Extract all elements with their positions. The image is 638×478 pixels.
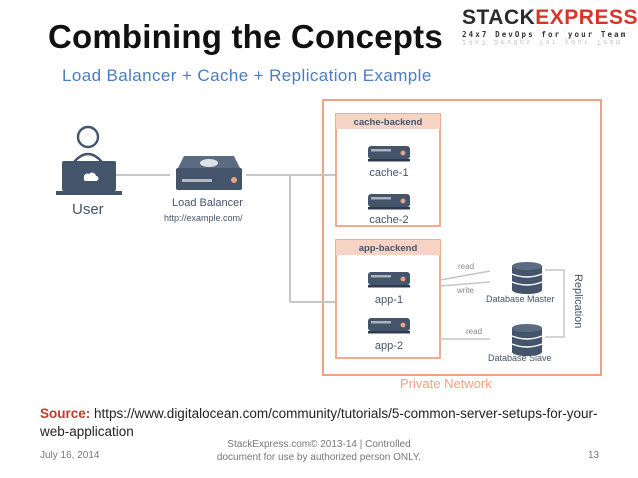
database-master-icon [511, 261, 543, 295]
private-network-label: Private Network [400, 376, 492, 391]
app-2-label: app-2 [375, 340, 403, 352]
cache-backend-label: cache-backend [354, 117, 423, 128]
logo-tagline-reflection: 24x7 DevOps for your Team [462, 38, 623, 46]
write-label-master: write [456, 286, 474, 295]
footer-copyright: StackExpress.com© 2013-14 | Controlled d… [216, 439, 422, 463]
source-citation: Source: https://www.digitalocean.com/com… [40, 405, 600, 441]
source-label: Source: [40, 406, 91, 421]
cache-1-server-icon [368, 146, 410, 162]
cache-backend-header [336, 114, 440, 129]
cache-2-label: cache-2 [369, 214, 408, 226]
database-slave-label: Database Slave [488, 353, 552, 363]
stackexpress-logo: STACKEXPRESS 24x7 DevOps for your Team 2… [462, 6, 638, 46]
footer-page-number: 13 [588, 450, 600, 461]
load-balancer-url: http://example.com/ [164, 213, 243, 223]
cache-2-server-icon [368, 194, 410, 210]
read-label-master: read [458, 262, 474, 271]
read-label-slave: read [466, 327, 482, 336]
app-backend-header [336, 240, 440, 255]
source-url[interactable]: https://www.digitalocean.com/community/t… [40, 406, 598, 439]
diagram-heading: Load Balancer + Cache + Replication Exam… [62, 66, 432, 85]
private-network-box [322, 99, 602, 376]
app-1-label: app-1 [375, 294, 403, 306]
cache-1-label: cache-1 [369, 167, 408, 179]
architecture-diagram: Load Balancer + Cache + Replication Exam… [56, 66, 602, 391]
logo-wordmark: STACKEXPRESS [462, 6, 638, 30]
replication-label: Replication [572, 274, 584, 328]
load-balancer-icon [176, 156, 242, 190]
user-label: User [72, 201, 104, 218]
replication-bracket [545, 269, 565, 338]
write-arrow-master [439, 281, 491, 287]
database-slave-icon [511, 323, 543, 357]
logo-express-text: EXPRESS [535, 6, 638, 29]
footer-date: July 16, 2014 [40, 450, 100, 461]
user-icon [56, 125, 122, 195]
read-arrow-master [439, 270, 491, 281]
app-1-server-icon [368, 272, 410, 288]
app-2-server-icon [368, 318, 410, 334]
database-master-label: Database Master [486, 294, 555, 304]
slide-title: Combining the Concepts [48, 18, 443, 55]
logo-stack-text: STACK [462, 6, 536, 29]
logo-tagline: 24x7 DevOps for your Team [462, 30, 628, 39]
app-backend-label: app-backend [359, 243, 418, 254]
load-balancer-label: Load Balancer [172, 197, 243, 209]
